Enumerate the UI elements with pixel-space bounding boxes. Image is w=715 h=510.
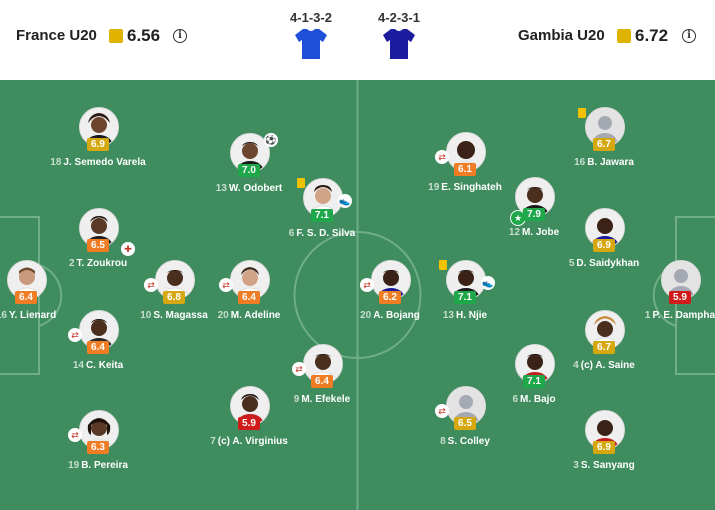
home-rating-icon: [109, 29, 123, 43]
substitution-icon: ⇄: [435, 404, 449, 418]
player-rating: 6.9: [593, 239, 615, 252]
substitution-icon: ⇄: [68, 428, 82, 442]
boot-icon: 👟: [481, 276, 495, 290]
player-rating: 6.1: [454, 163, 476, 176]
player-avatar: [446, 386, 486, 426]
player-rating: 6.4: [311, 375, 333, 388]
home-formation: 4-1-3-2: [290, 10, 332, 25]
player-rating: 6.7: [593, 341, 615, 354]
home-info-icon[interactable]: i: [173, 29, 187, 43]
player-rating: 7.1: [454, 291, 476, 304]
player-rating: 5.9: [669, 291, 691, 304]
player-name-label: 7(c) A. Virginius: [210, 436, 288, 447]
player-rating: 6.4: [15, 291, 37, 304]
away-team-name[interactable]: Gambia U20: [518, 27, 605, 44]
injury-icon: ✚: [121, 242, 135, 256]
player-rating: 6.8: [163, 291, 185, 304]
pitch: 6.4 16Y. Lienard 6.9 18J. Semedo Varela …: [0, 80, 715, 510]
yellow-card-icon: [578, 108, 586, 118]
player-rating: 7.1: [311, 209, 333, 222]
player-rating: 6.4: [87, 341, 109, 354]
substitution-icon: ⇄: [360, 278, 374, 292]
player-rating: 6.2: [379, 291, 401, 304]
away-rating-icon: [617, 29, 631, 43]
player-rating: 6.3: [87, 441, 109, 454]
player-rating: 6.4: [238, 291, 260, 304]
player-rating: 6.9: [87, 138, 109, 151]
home-team-name[interactable]: France U20: [16, 27, 97, 44]
player-rating: 7.0: [238, 164, 260, 177]
player-rating: 5.9: [238, 417, 260, 430]
home-team-rating: 6.56: [127, 26, 161, 45]
away-info-icon[interactable]: i: [682, 29, 696, 43]
player-rating: 7.1: [523, 375, 545, 388]
away-shirt-icon: [383, 29, 415, 59]
player-avatar: [79, 410, 119, 450]
yellow-card-icon: [297, 178, 305, 188]
substitution-icon: ⇄: [68, 328, 82, 342]
player-avatar: [585, 310, 625, 350]
player-name-label: 16Y. Lienard: [0, 310, 57, 321]
player-rating: 6.5: [87, 239, 109, 252]
away-team-rating: 6.72: [635, 26, 669, 45]
player-rating: 6.7: [593, 138, 615, 151]
boot-icon: 👟: [338, 194, 352, 208]
away-formation: 4-2-3-1: [378, 10, 420, 25]
player-name-label: 4(c) A. Saine: [573, 360, 635, 371]
player-rating: 7.9: [523, 208, 545, 221]
substitution-icon: ⇄: [144, 278, 158, 292]
player-rating: 6.5: [454, 417, 476, 430]
yellow-card-icon: [439, 260, 447, 270]
player-rating: 6.9: [593, 441, 615, 454]
substitution-icon: ⇄: [435, 150, 449, 164]
home-shirt-icon: [295, 29, 327, 59]
substitution-icon: ⇄: [292, 362, 306, 376]
lineup-header: France U20 6.56 i 4-1-3-2 4-2-3-1 Gambia…: [0, 0, 715, 80]
goal-icon: ⚽: [264, 133, 278, 147]
substitution-icon: ⇄: [219, 278, 233, 292]
